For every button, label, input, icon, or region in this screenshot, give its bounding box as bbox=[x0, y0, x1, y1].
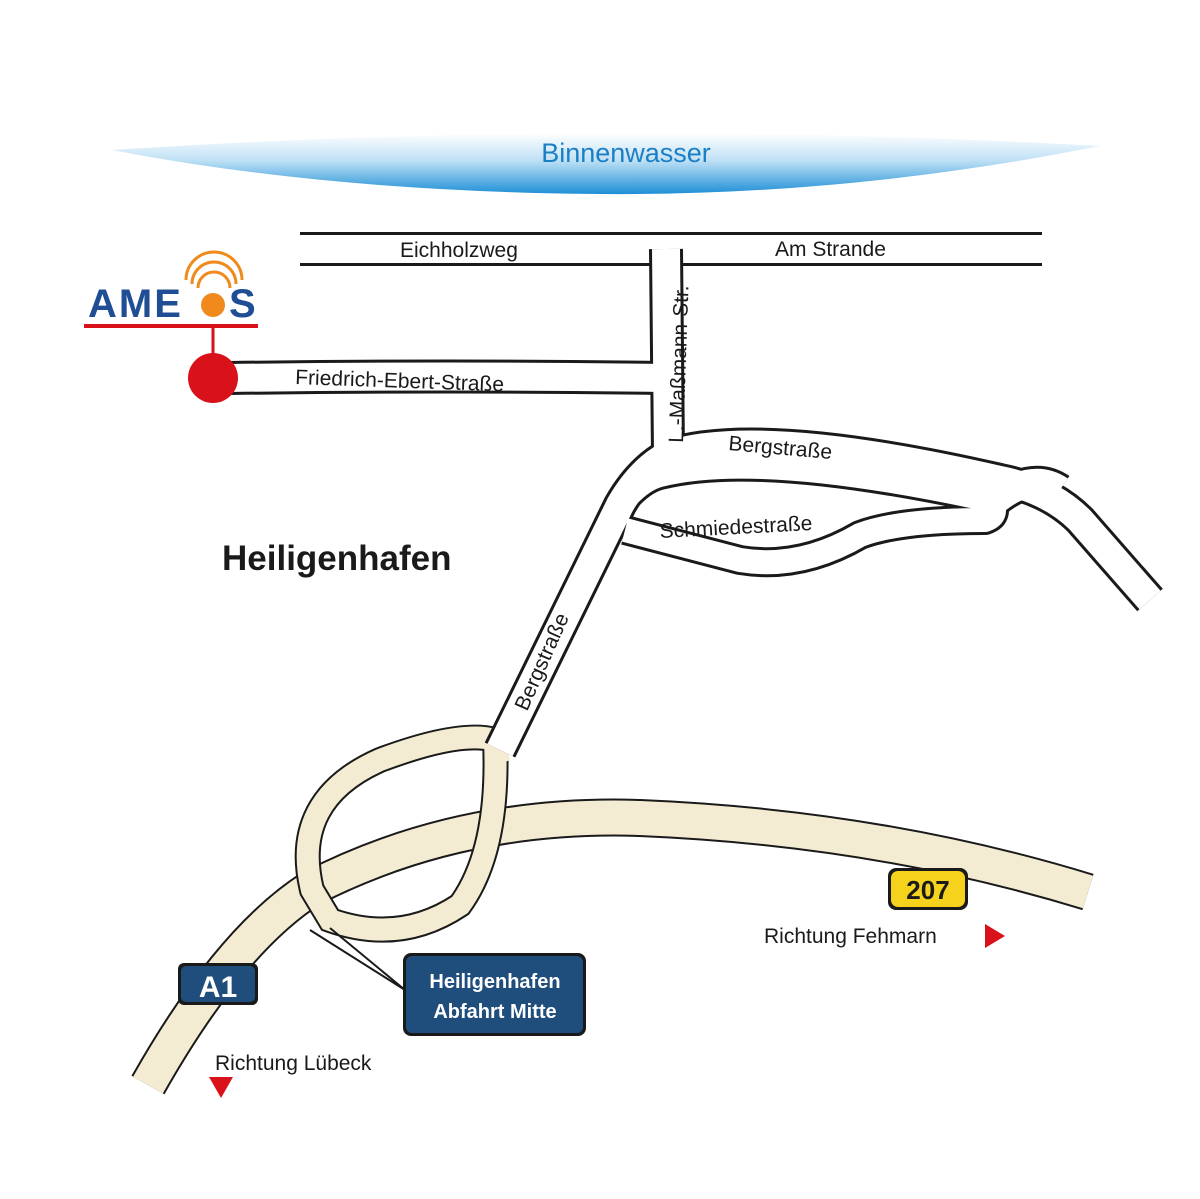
water-label: Binnenwasser bbox=[541, 138, 711, 168]
logo-text-s: S bbox=[229, 282, 258, 326]
exit-line-1: Heiligenhafen bbox=[429, 971, 560, 993]
highway-a1 bbox=[131, 798, 1094, 1095]
water-body: Binnenwasser bbox=[112, 132, 1100, 195]
location-marker-icon[interactable] bbox=[188, 353, 238, 403]
b207-shield: 207 bbox=[888, 868, 968, 910]
exit-callout-lines bbox=[309, 927, 406, 991]
direction-luebeck: Richtung Lübeck bbox=[209, 1052, 372, 1098]
direction-luebeck-label: Richtung Lübeck bbox=[215, 1052, 372, 1075]
ameos-logo: AME S bbox=[84, 250, 258, 356]
logo-o-icon bbox=[201, 293, 225, 317]
b207-label: 207 bbox=[906, 875, 949, 905]
exit-line-2: Abfahrt Mitte bbox=[433, 1001, 556, 1023]
direction-fehmarn-label: Richtung Fehmarn bbox=[764, 925, 937, 948]
a1-shield: A1 bbox=[178, 963, 258, 1005]
label-massmann: L.-Maßmann-Str. bbox=[665, 285, 693, 443]
triangle-arrow-right-icon bbox=[985, 924, 1005, 948]
a1-label: A1 bbox=[199, 971, 237, 1004]
signal-waves-icon bbox=[184, 250, 244, 289]
label-eichholzweg: Eichholzweg bbox=[400, 239, 518, 262]
street-network bbox=[229, 232, 1163, 758]
triangle-arrow-down-icon bbox=[209, 1077, 233, 1098]
exit-sign: Heiligenhafen Abfahrt Mitte bbox=[403, 953, 586, 1036]
label-am-strande: Am Strande bbox=[775, 238, 886, 261]
town-label: Heiligenhafen bbox=[222, 539, 451, 578]
label-schmiedestrasse: Schmiedestraße bbox=[659, 512, 813, 543]
logo-text-ame: AME bbox=[88, 282, 183, 326]
direction-fehmarn: Richtung Fehmarn bbox=[764, 924, 1005, 948]
